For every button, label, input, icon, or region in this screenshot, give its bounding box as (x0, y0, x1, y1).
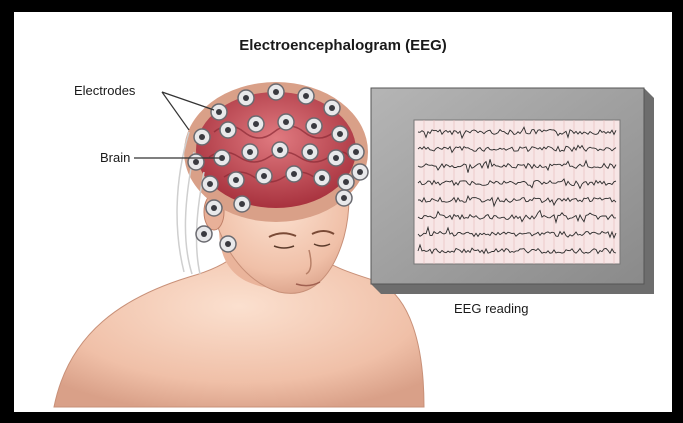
electrode-icon (188, 154, 204, 170)
electrode-icon (202, 176, 218, 192)
electrode-icon (206, 200, 222, 216)
electrode-icon (211, 104, 227, 120)
eeg-illustration (14, 12, 672, 412)
electrode-icon (302, 144, 318, 160)
electrode-icon (278, 114, 294, 130)
electrode-icon (228, 172, 244, 188)
electrode-icon (220, 236, 236, 252)
electrode-icon (248, 116, 264, 132)
electrode-icon (314, 170, 330, 186)
electrode-icon (336, 190, 352, 206)
electrode-icon (328, 150, 344, 166)
electrode-icon (220, 122, 236, 138)
electrode-icon (324, 100, 340, 116)
electrode-icon (272, 142, 288, 158)
electrode-icon (298, 88, 314, 104)
electrode-icon (194, 129, 210, 145)
electrode-icon (306, 118, 322, 134)
brain-label: Brain (100, 150, 130, 165)
eeg-screen (414, 120, 620, 264)
eeg-monitor (371, 88, 654, 294)
electrode-icon (242, 144, 258, 160)
figure-title: Electroencephalogram (EEG) (14, 37, 672, 54)
electrode-icon (338, 174, 354, 190)
electrode-icon (256, 168, 272, 184)
electrode-icon (238, 90, 254, 106)
electrode-icon (352, 164, 368, 180)
electrodes-label: Electrodes (74, 83, 135, 98)
figure-panel: Electroencephalogram (EEG) Electrodes Br… (14, 12, 672, 412)
electrode-icon (286, 166, 302, 182)
electrode-icon (348, 144, 364, 160)
electrode-icon (196, 226, 212, 242)
electrode-icon (234, 196, 250, 212)
electrode-icon (268, 84, 284, 100)
eeg-reading-label: EEG reading (454, 301, 528, 316)
electrode-icon (332, 126, 348, 142)
